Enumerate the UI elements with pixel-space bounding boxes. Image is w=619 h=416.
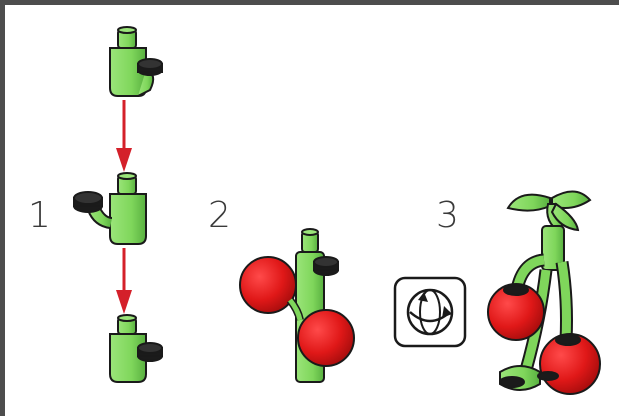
stem-piece-middle [73,172,147,245]
down-arrow-1 [116,100,132,172]
stem-piece-top [109,26,163,97]
red-fruit-left [239,256,297,314]
panel-border-left [0,0,5,416]
step-3-assembly [487,190,601,395]
step-number-2: 2 [208,195,231,236]
leaf [506,193,551,212]
down-arrow-2 [116,248,132,314]
leaf [550,202,580,232]
panel-border-top [0,0,619,5]
step-1-assembly [73,26,163,383]
step-2-assembly [239,228,355,383]
step-number-3: 3 [436,195,459,236]
rotate-model-icon [393,276,467,348]
red-fruit-right [297,309,355,367]
step-number-1: 1 [28,195,51,236]
stem-piece-bottom [109,314,163,383]
